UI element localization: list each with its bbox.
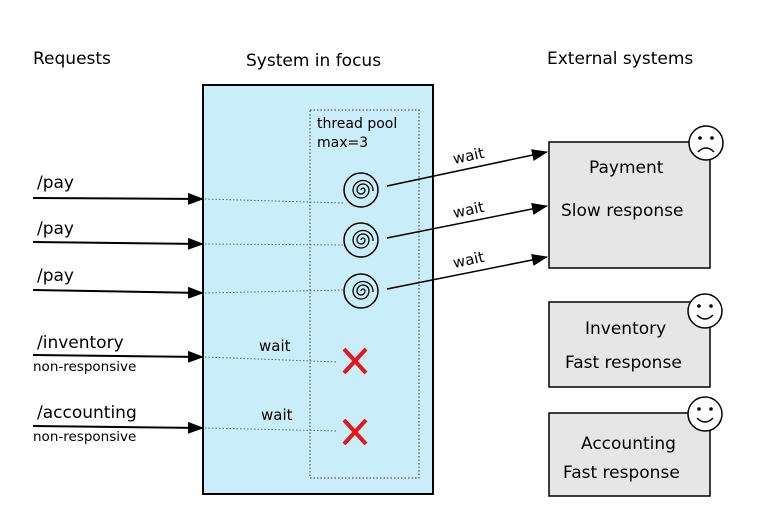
request-label: /pay (37, 173, 74, 193)
request-label: /pay (37, 266, 74, 286)
spiral-icon (343, 273, 379, 309)
inventory-response: Fast response (565, 353, 682, 373)
request-label: /accounting (37, 403, 137, 423)
request-arrow-2 (32, 237, 204, 250)
thread-pool-max: max=3 (317, 135, 369, 151)
payment-title: Payment (589, 158, 664, 178)
payment-response: Slow response (561, 201, 684, 221)
cross-icon (342, 347, 368, 375)
thread-pool-region (309, 109, 420, 479)
internal-wait-label: wait (261, 406, 293, 424)
spiral-icon (343, 222, 379, 258)
requests-header: Requests (33, 49, 111, 69)
request-arrow-3 (32, 286, 204, 299)
payment-box (548, 141, 711, 269)
inventory-box (548, 301, 711, 388)
spiral-icon (343, 172, 379, 208)
internal-path-1 (204, 198, 345, 204)
payment-call-arrow-2 (386, 203, 548, 239)
request-label: /pay (37, 219, 74, 239)
internal-path-4 (204, 356, 339, 363)
accounting-box (548, 412, 711, 497)
system-header: System in focus (246, 51, 382, 71)
payment-call-arrow-1 (386, 149, 548, 187)
accounting-response: Fast response (563, 463, 680, 483)
system-box (202, 84, 434, 495)
payment-call-arrow-3 (386, 254, 548, 290)
request-arrow-5 (32, 421, 204, 434)
internal-path-5 (204, 427, 339, 432)
internal-wait-label: wait (259, 337, 291, 355)
thread-pool-title: thread pool (317, 116, 398, 132)
accounting-title: Accounting (581, 434, 676, 454)
happy-face-icon (687, 293, 723, 329)
inventory-title: Inventory (585, 319, 667, 339)
request-arrow-1 (32, 192, 204, 205)
happy-face-icon (687, 396, 723, 432)
cross-icon (342, 418, 368, 446)
request-label: /inventory (37, 333, 124, 353)
internal-path-2 (204, 243, 345, 246)
thread-pool-label: thread pool max=3 (317, 115, 397, 153)
internal-path-3 (204, 289, 345, 294)
request-note: non-responsive (33, 359, 137, 375)
request-arrow-4 (32, 350, 204, 363)
sad-face-icon (688, 125, 724, 161)
external-header: External systems (547, 49, 694, 69)
request-note: non-responsive (33, 429, 137, 445)
